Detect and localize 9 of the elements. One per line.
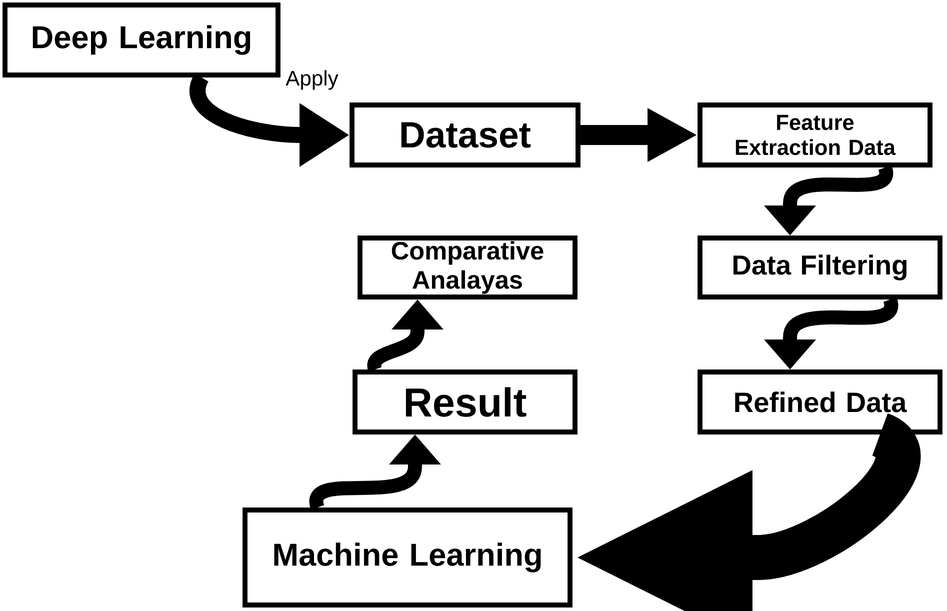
process-box: Deep Learning xyxy=(2,2,280,78)
process-box: Comparative Analayas xyxy=(358,236,578,300)
process-box: Dataset xyxy=(350,102,580,168)
process-box: Feature Extraction Data xyxy=(698,102,932,168)
process-box: Machine Learning xyxy=(242,508,572,608)
process-box: Result xyxy=(352,370,578,434)
process-box: Refined Data xyxy=(698,370,942,434)
process-box: Data Filtering xyxy=(698,236,942,300)
edge-label: Apply xyxy=(282,66,342,94)
